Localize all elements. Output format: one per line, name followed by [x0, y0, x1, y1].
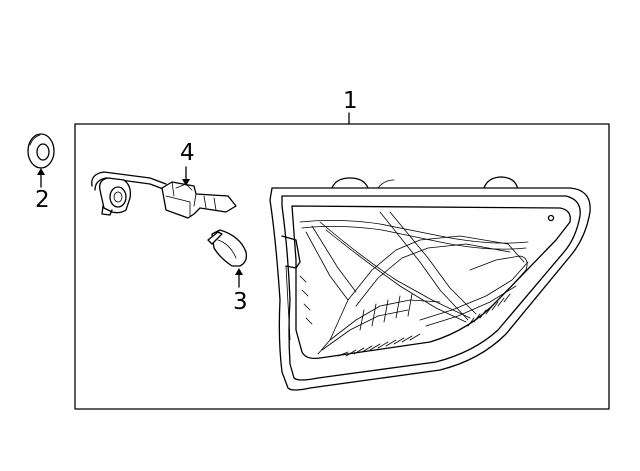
callout-4: 4: [180, 140, 195, 166]
grommet-part: [27, 133, 55, 169]
leader-arrow-4: [182, 166, 190, 186]
leader-arrow-2: [37, 168, 45, 188]
callout-2: 2: [35, 187, 50, 213]
socket-harness-part: [91, 171, 237, 219]
bulb-part: [207, 229, 248, 267]
leader-arrow-3: [235, 268, 243, 288]
callout-3: 3: [233, 289, 248, 315]
callout-1: 1: [343, 88, 358, 114]
tail-lamp-part: [269, 176, 591, 391]
assembly-frame: [74, 123, 610, 410]
